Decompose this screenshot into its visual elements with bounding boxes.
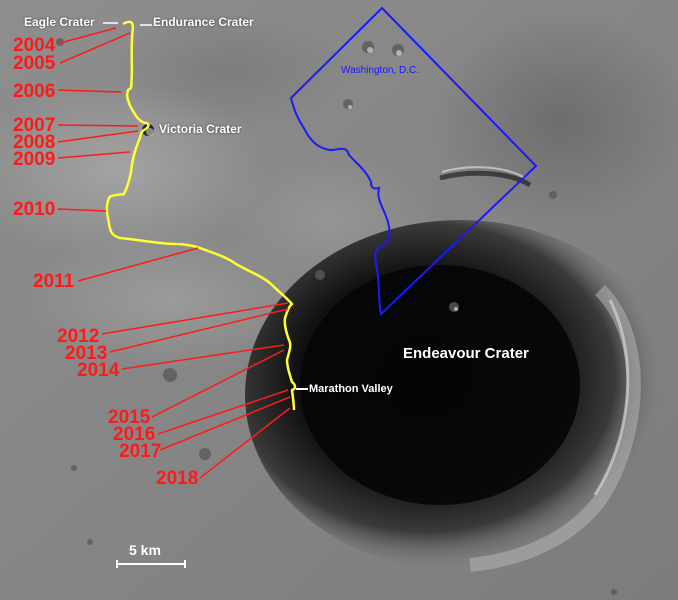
year-label-2010: 2010	[13, 199, 56, 220]
year-label-2011: 2011	[33, 271, 75, 292]
scale-bar-label: 5 km	[129, 542, 161, 558]
label-endurance-crater: Endurance Crater	[153, 15, 254, 29]
year-label-2014: 2014	[77, 360, 120, 381]
year-label-2015: 2015	[108, 407, 151, 428]
year-label-2018: 2018	[156, 468, 199, 489]
dc-outline	[289, 6, 538, 316]
year-label-2007: 2007	[13, 115, 56, 136]
year-label-2012: 2012	[57, 326, 100, 347]
label-washington-dc: Washington, D.C.	[341, 65, 419, 76]
year-label-2017: 2017	[119, 441, 162, 462]
year-label-2004: 2004	[13, 35, 56, 56]
year-label-2006: 2006	[13, 81, 56, 102]
year-label-2008: 2008	[13, 132, 56, 153]
label-marathon-valley: Marathon Valley	[309, 383, 393, 395]
year-label-2016: 2016	[113, 424, 156, 445]
label-endeavour-crater: Endeavour Crater	[403, 345, 529, 362]
year-label-2013: 2013	[65, 343, 108, 364]
year-label-2009: 2009	[13, 149, 56, 170]
rover-traverse	[105, 20, 297, 411]
label-victoria-crater: Victoria Crater	[159, 122, 242, 136]
scale-bar	[116, 560, 186, 568]
year-label-2005: 2005	[13, 53, 56, 74]
label-eagle-crater: Eagle Crater	[24, 15, 95, 29]
